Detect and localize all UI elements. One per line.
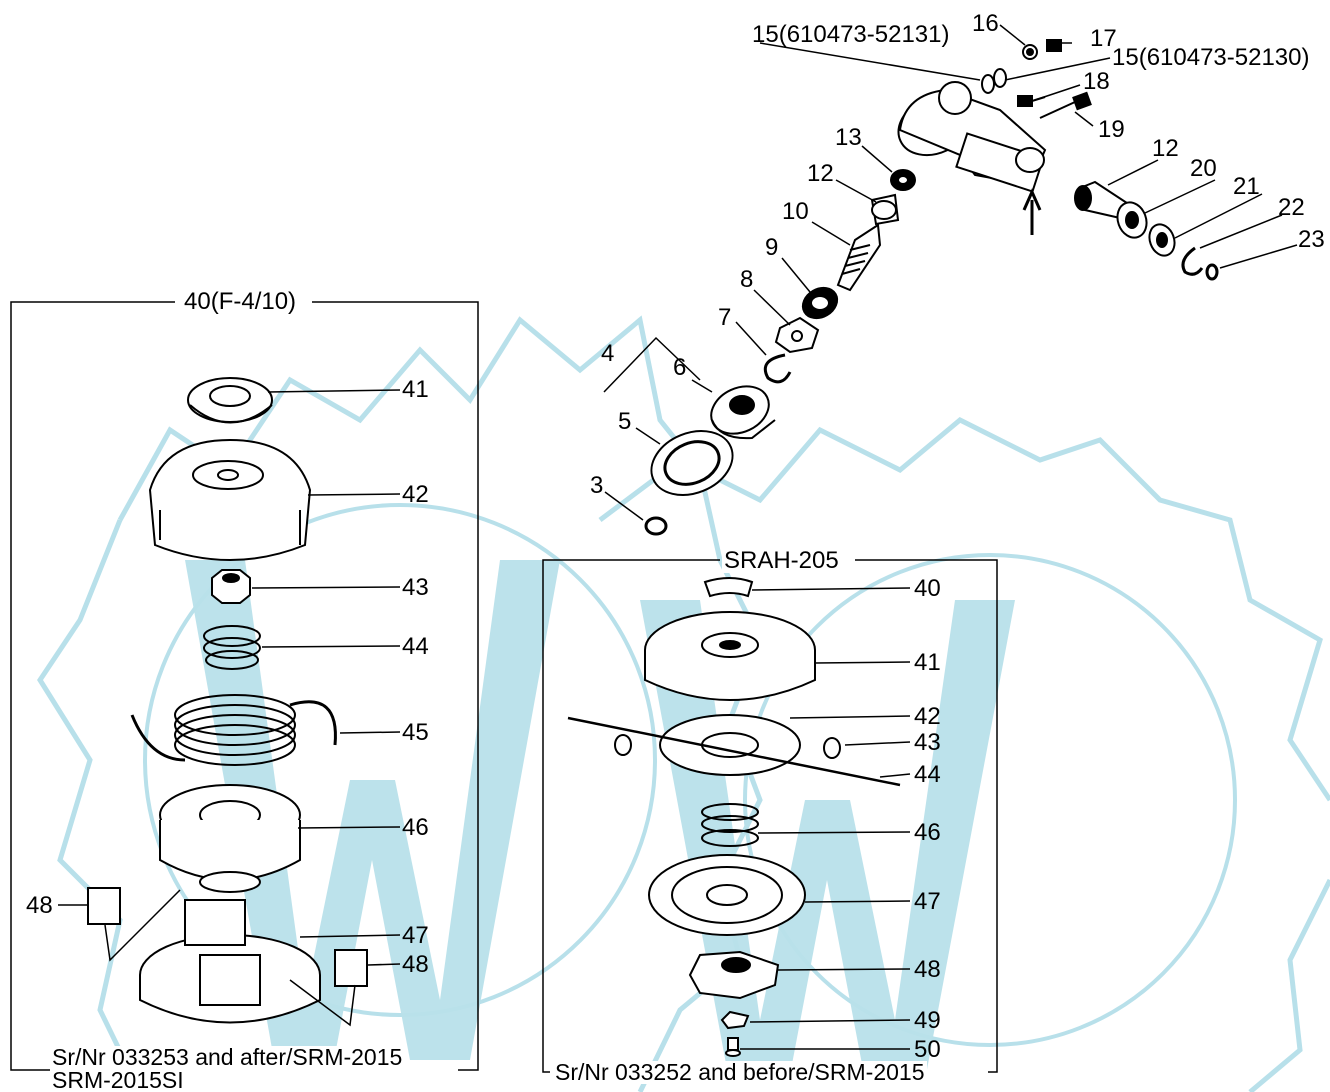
left-part-label-45: 45 <box>402 719 429 746</box>
left-box-caption-line1: Sr/Nr 033253 and after/SRM-2015 <box>50 1044 405 1070</box>
part-label-5: 5 <box>618 408 632 435</box>
part-label-13: 13 <box>835 124 862 151</box>
right-part-label-43: 43 <box>914 729 941 756</box>
left-box-frame <box>10 301 479 1071</box>
right-box-caption: Sr/Nr 033252 and before/SRM-2015 <box>553 1059 927 1085</box>
right-box-parts <box>567 577 901 1057</box>
part-label-10: 10 <box>782 198 809 225</box>
right-part-label-47: 47 <box>914 888 941 915</box>
right-part-label-40: 40 <box>914 575 941 602</box>
part-label-23: 23 <box>1298 226 1325 253</box>
part-label-21: 21 <box>1233 173 1260 200</box>
part-label-20: 20 <box>1190 155 1217 182</box>
right-box-title: SRAH-205 <box>722 547 841 574</box>
right-part-label-42: 42 <box>914 703 941 730</box>
right-part-label-48: 48 <box>914 956 941 983</box>
left-part-label-43: 43 <box>402 574 429 601</box>
left-part-label-46: 46 <box>402 814 429 841</box>
gearcase-leader-lines <box>603 24 1298 521</box>
right-part-label-44: 44 <box>914 761 941 788</box>
right-part-label-41: 41 <box>914 649 941 676</box>
part-label-15a: 15(610473-52131) <box>752 21 950 48</box>
part-label-3: 3 <box>590 472 604 499</box>
right-box-leader-lines <box>740 587 911 1050</box>
left-part-label-44: 44 <box>402 633 429 660</box>
right-box-frame <box>542 559 998 1073</box>
right-part-label-46: 46 <box>914 819 941 846</box>
left-part-label-48-right: 48 <box>402 951 429 978</box>
left-part-label-47: 47 <box>402 922 429 949</box>
left-box-title: 40(F-4/10) <box>182 288 299 315</box>
part-label-6: 6 <box>673 354 687 381</box>
part-label-8: 8 <box>740 266 754 293</box>
left-box-parts <box>87 377 368 1024</box>
part-label-15b: 15(610473-52130) <box>1112 44 1310 71</box>
part-label-4: 4 <box>601 340 615 367</box>
part-label-12-left: 12 <box>807 160 834 187</box>
part-label-12-right: 12 <box>1152 135 1179 162</box>
part-label-19: 19 <box>1098 116 1125 143</box>
left-part-label-42: 42 <box>402 481 429 508</box>
left-box-caption-line2: SRM-2015SI <box>50 1067 186 1092</box>
gearcase-assembly <box>644 39 1219 536</box>
part-label-18: 18 <box>1083 68 1110 95</box>
part-label-9: 9 <box>765 234 779 261</box>
part-label-16: 16 <box>972 10 999 37</box>
part-label-17: 17 <box>1090 25 1117 52</box>
left-part-label-48-left: 48 <box>26 892 53 919</box>
left-box-leader-lines <box>58 389 401 1027</box>
left-part-label-41: 41 <box>402 376 429 403</box>
part-label-22: 22 <box>1278 194 1305 221</box>
right-part-label-50: 50 <box>914 1036 941 1063</box>
right-part-label-49: 49 <box>914 1007 941 1034</box>
part-label-7: 7 <box>718 304 732 331</box>
